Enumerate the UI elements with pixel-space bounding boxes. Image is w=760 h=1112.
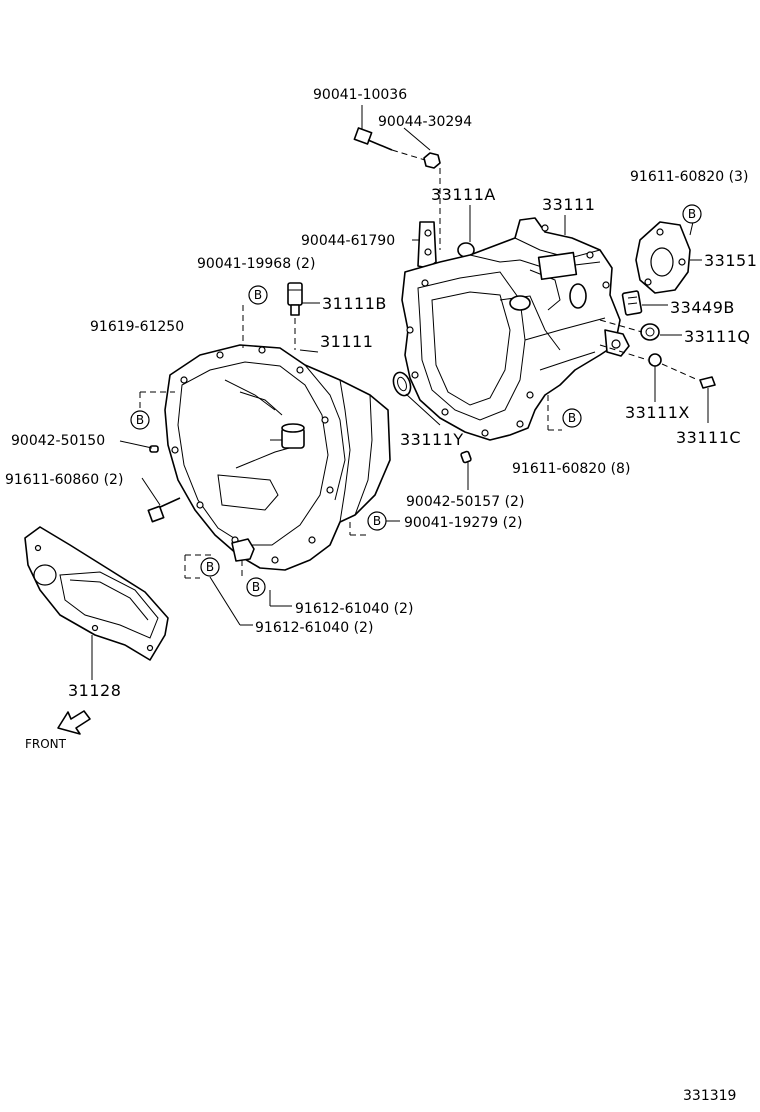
label-33111Q: 33111Q — [684, 327, 751, 346]
label-33111X: 33111X — [625, 403, 690, 422]
b-marker-leads — [139, 305, 562, 626]
b-marker-label: B — [254, 288, 262, 302]
pin-90042-50150 — [119, 440, 159, 453]
plug-33111X — [599, 344, 662, 402]
transmission-case-33111 — [401, 215, 630, 441]
b-marker-label: B — [136, 413, 144, 427]
label-90042-50150: 90042-50150 — [11, 433, 105, 449]
plug-33111C — [661, 363, 716, 423]
seal-33111Y — [392, 371, 441, 426]
cover-plate-31128 — [24, 526, 169, 680]
label-90041-19279: 90041-19279 (2) — [404, 515, 522, 531]
label-33111A: 33111A — [431, 185, 496, 204]
b-marker-label: B — [373, 514, 381, 528]
front-label: FRONT — [25, 737, 67, 751]
label-91611-60860: 91611-60860 (2) — [5, 472, 123, 488]
label-91612-61040-b: 91612-61040 (2) — [255, 620, 373, 636]
label-90041-10036: 90041-10036 — [313, 87, 407, 103]
b-marker-label: B — [252, 580, 260, 594]
label-31128: 31128 — [68, 681, 121, 700]
b-marker: B — [246, 577, 266, 597]
switch-31111B — [287, 282, 320, 350]
clutch-housing-31111 — [164, 344, 391, 571]
label-31111B: 31111B — [322, 294, 387, 313]
bolt-91611-60860 — [141, 477, 181, 523]
label-31111: 31111 — [320, 332, 373, 351]
label-90041-19968: 90041-19968 (2) — [197, 256, 315, 272]
label-91611-60820-8: 91611-60820 (8) — [512, 461, 630, 477]
b-marker: B — [367, 511, 387, 531]
b-marker: B — [130, 410, 150, 430]
pin-90042-50157 — [460, 450, 472, 490]
b-marker-label: B — [568, 411, 576, 425]
bolt-90041-10036 — [353, 105, 426, 161]
label-33151: 33151 — [704, 251, 757, 270]
front-arrow-icon — [57, 710, 91, 735]
b-marker-label: B — [206, 560, 214, 574]
seal-33111Q — [599, 319, 682, 341]
label-33111: 33111 — [542, 195, 595, 214]
b-marker-label: B — [688, 207, 696, 221]
bearing-retainer-33151 — [635, 221, 702, 294]
label-91612-61040-a: 91612-61040 (2) — [295, 601, 413, 617]
label-90044-61790: 90044-61790 — [301, 233, 395, 249]
label-90044-30294: 90044-30294 — [378, 114, 472, 130]
b-marker: B — [562, 408, 582, 428]
label-91611-60820-3: 91611-60820 (3) — [630, 169, 748, 185]
bracket-90044-61790 — [412, 221, 437, 269]
label-33111C: 33111C — [676, 428, 741, 447]
sensor-33449B — [621, 290, 668, 316]
label-91619-61250: 91619-61250 — [90, 319, 184, 335]
label-33449B: 33449B — [670, 298, 735, 317]
nut-90044-30294 — [403, 127, 441, 250]
label-33111Y: 33111Y — [400, 430, 464, 449]
b-marker: B — [248, 285, 268, 305]
figure-code: 331319 — [683, 1088, 736, 1104]
label-90042-50157: 90042-50157 (2) — [406, 494, 524, 510]
b-marker: B — [682, 204, 702, 224]
b-marker: B — [200, 557, 220, 577]
plug-33111A — [457, 205, 475, 258]
